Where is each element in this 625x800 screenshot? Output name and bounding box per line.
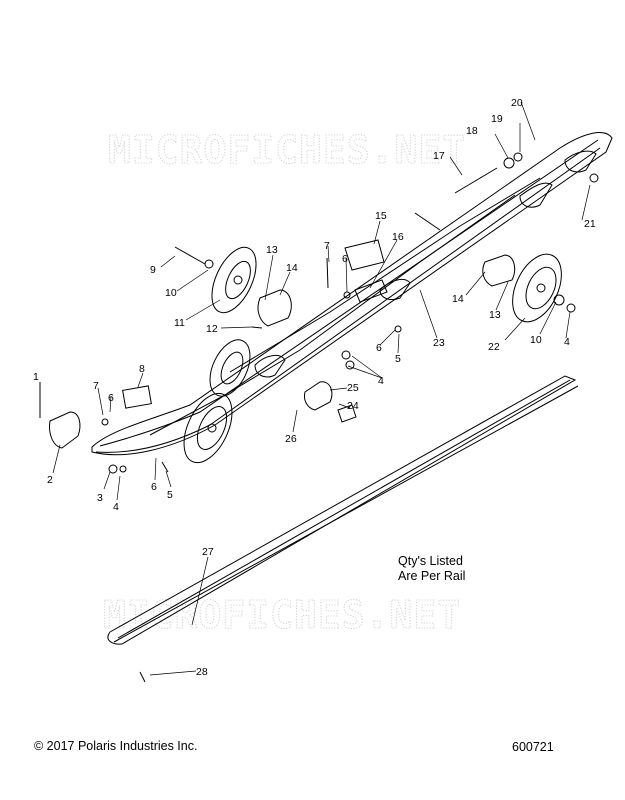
watermark-top: MICROFICHES.NET: [108, 128, 466, 172]
callout-20: 20: [511, 97, 523, 109]
callout-6: 6: [151, 481, 157, 493]
callout-5: 5: [167, 489, 173, 501]
callout-3: 3: [97, 492, 103, 504]
callout-26: 26: [285, 433, 297, 445]
callout-4c: 4: [564, 336, 570, 348]
callout-4: 4: [113, 501, 119, 513]
copyright: © 2017 Polaris Industries Inc.: [34, 739, 198, 753]
callout-27: 27: [202, 546, 214, 558]
callout-numbers: 1 2 3 4 4 4 5 5 6 6 6 6 7 7 8 9 10 10 11…: [33, 97, 596, 678]
watermark-bottom: MICROFICHES.NET: [103, 593, 461, 637]
callout-23: 23: [433, 337, 445, 349]
callout-4b: 4: [378, 375, 384, 387]
callout-22: 22: [488, 341, 500, 353]
note-line-1: Qty's Listed: [398, 554, 463, 568]
callout-6c: 6: [342, 253, 348, 265]
callout-13b: 13: [489, 309, 501, 321]
figure-id: 600721: [512, 740, 554, 754]
idler-wheel-lower: [183, 392, 233, 464]
callout-14b: 14: [452, 293, 464, 305]
callout-14: 14: [286, 262, 298, 274]
callout-8: 8: [139, 363, 145, 375]
callout-13: 13: [266, 244, 278, 256]
idler-wheel-rear: [512, 253, 562, 323]
callout-9: 9: [150, 264, 156, 276]
leader-lines: [39, 101, 591, 676]
wear-strip: [107, 375, 579, 645]
callout-12: 12: [206, 323, 218, 335]
idler-wheel-mid: [209, 339, 251, 397]
callout-28: 28: [196, 666, 208, 678]
callout-10: 10: [165, 287, 177, 299]
slide-rail: [91, 132, 613, 456]
callout-15: 15: [375, 210, 387, 222]
callout-25: 25: [347, 382, 359, 394]
callout-11: 11: [174, 317, 185, 329]
callout-24: 24: [347, 400, 359, 412]
callout-18: 18: [466, 125, 478, 137]
quantity-note: Qty's Listed Are Per Rail: [398, 554, 465, 584]
callout-6d: 6: [376, 342, 382, 354]
callout-7: 7: [93, 380, 99, 392]
callout-16: 16: [392, 231, 404, 243]
callout-19: 19: [491, 113, 503, 125]
callout-1: 1: [33, 371, 39, 383]
note-line-2: Are Per Rail: [398, 569, 466, 583]
callout-21: 21: [584, 218, 596, 230]
idler-wheel-upper-left: [211, 246, 257, 314]
callout-6b: 6: [108, 392, 114, 404]
callout-10b: 10: [530, 334, 542, 346]
callout-5b: 5: [395, 353, 401, 365]
callout-7b: 7: [324, 240, 330, 252]
callout-17: 17: [433, 150, 445, 162]
callout-2: 2: [47, 474, 53, 486]
